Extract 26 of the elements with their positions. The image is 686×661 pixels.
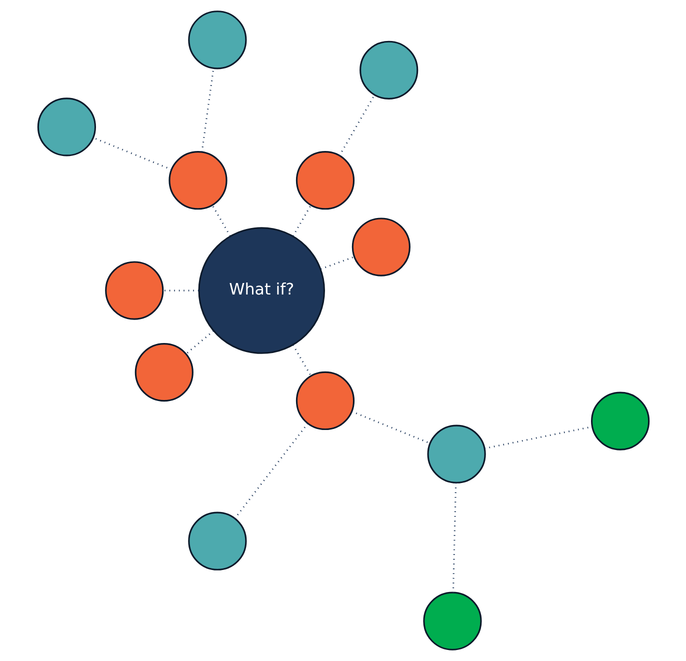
node-circle: [590, 392, 650, 450]
node-circle: [36, 98, 96, 156]
connector: [211, 204, 230, 236]
connector: [484, 426, 592, 450]
connector: [338, 94, 375, 156]
node-circle: [295, 371, 354, 430]
connector: [351, 410, 430, 444]
node-circle: [188, 10, 246, 70]
connector: [452, 482, 456, 592]
node-circle: [422, 592, 482, 650]
connector: [292, 204, 312, 236]
connector: [185, 330, 214, 355]
node-circle: [168, 151, 227, 210]
node-circle: [351, 218, 410, 276]
connector: [234, 423, 308, 519]
node-circle: What if?: [198, 227, 324, 354]
node-circle: [426, 424, 486, 484]
node-circle: [188, 512, 246, 570]
connector: [320, 256, 354, 270]
node-circle: [104, 261, 164, 320]
node-circle: [295, 151, 354, 210]
node-circle: [134, 343, 193, 402]
connector: [200, 68, 214, 152]
node-circle: [359, 40, 418, 100]
connector: [292, 344, 312, 376]
connector: [162, 290, 198, 292]
